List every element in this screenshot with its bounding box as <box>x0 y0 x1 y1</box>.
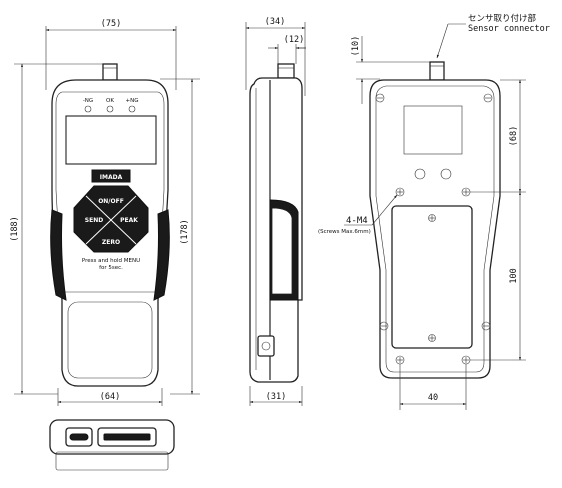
key-peak[interactable]: PEAK <box>120 217 138 224</box>
led-label-ok: OK <box>106 98 114 104</box>
mount-spec-label: 4-M4 <box>346 216 368 226</box>
side-depth-dim: (34) <box>265 17 285 27</box>
led-plus-ng <box>128 105 136 113</box>
bottom-view <box>49 419 175 471</box>
key-zero[interactable]: ZERO <box>102 239 120 246</box>
front-body-height-dim: (178) <box>180 219 190 245</box>
top-to-holes-dim: (68) <box>509 126 519 146</box>
bottom-width-dim: (64) <box>100 392 120 402</box>
led-label-minus-ng: -NG <box>83 98 93 104</box>
rear-view: センサ取り付け部 Sensor connector (10) <box>318 13 550 410</box>
menu-hint-line2: for 5sec. <box>99 265 123 271</box>
front-width-dim: (75) <box>101 19 121 29</box>
side-connector-dim: (12) <box>284 35 304 45</box>
sensor-connector-label-en: Sensor connector <box>468 24 550 34</box>
mount-screw-note: (Screws Max.6mm) <box>318 229 371 235</box>
sensor-connector-label-jp: センサ取り付け部 <box>468 13 537 24</box>
brand-logo <box>91 169 131 183</box>
key-send[interactable]: SEND <box>85 217 103 224</box>
lcd-screen <box>65 115 157 165</box>
front-view: (75) (188) (178) -NG OK +NG I <box>10 19 200 406</box>
hole-spacing-vertical-dim: 100 <box>509 268 519 283</box>
hole-spacing-horizontal-dim: 40 <box>428 393 438 403</box>
led-label-plus-ng: +NG <box>126 98 139 104</box>
key-on-off[interactable]: ON/OFF <box>98 198 124 205</box>
led-ok <box>106 105 114 113</box>
side-bottom-depth-dim: (31) <box>266 392 286 402</box>
side-view: (34) (12) (31) <box>245 17 306 406</box>
menu-hint-line1: Press and hold MENU <box>82 258 140 264</box>
front-height-dim: (188) <box>10 216 20 242</box>
connector-height-dim: (10) <box>351 36 361 56</box>
led-minus-ng <box>84 105 92 113</box>
brand-text: IMADA <box>100 174 123 181</box>
